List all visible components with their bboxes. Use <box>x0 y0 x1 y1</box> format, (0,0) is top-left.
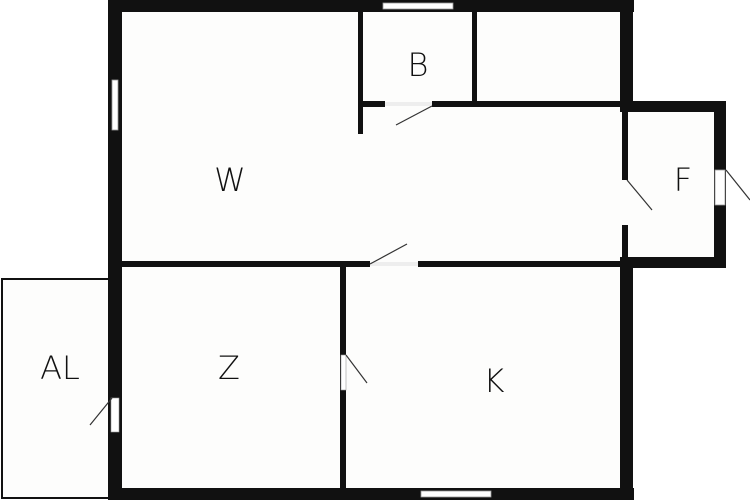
walls <box>108 0 726 500</box>
window-left <box>111 79 119 131</box>
room-label-z: Z <box>218 349 240 387</box>
door-swings <box>89 105 750 426</box>
window-bottom <box>420 490 492 498</box>
room-label-f: F <box>673 161 693 199</box>
room-label-k: K <box>483 362 505 400</box>
room-label-w: W <box>214 161 246 199</box>
room-label-b: B <box>407 46 429 84</box>
balcony-outline <box>1 278 110 499</box>
door-gaps <box>110 102 630 433</box>
windows <box>111 2 726 498</box>
window-f <box>714 169 726 206</box>
room-label-al: AL <box>40 349 80 387</box>
window-top <box>382 2 454 10</box>
